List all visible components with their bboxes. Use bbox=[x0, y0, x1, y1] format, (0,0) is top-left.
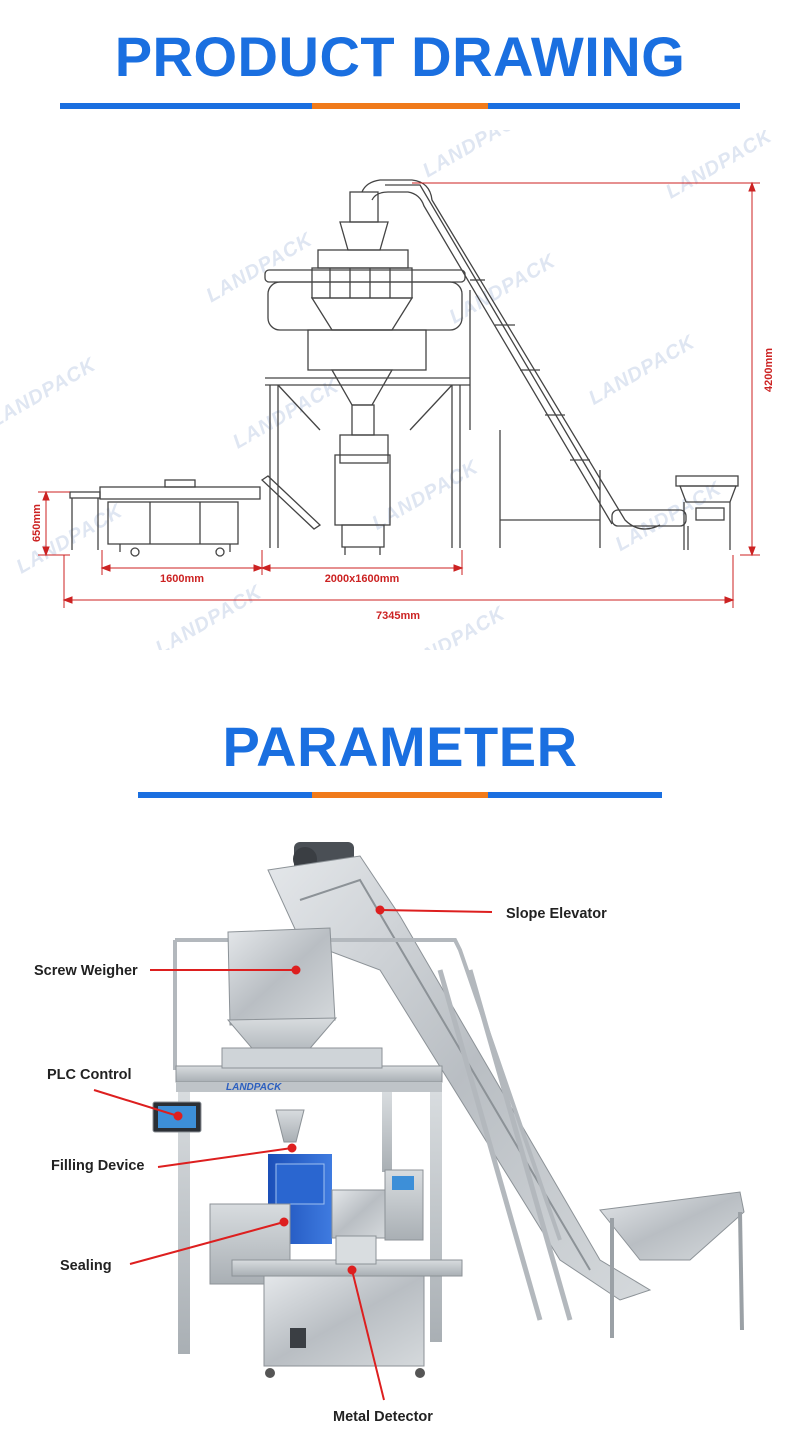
parameter-title: PARAMETER bbox=[222, 715, 578, 778]
height-total-label: 4200mm bbox=[763, 348, 775, 392]
watermark-layer: LANDPACK LANDPACK LANDPACK LANDPACK LAND… bbox=[0, 130, 777, 650]
total-length-label: 7345mm bbox=[376, 610, 420, 622]
watermark-text: LANDPACK bbox=[585, 331, 699, 410]
callout-lines bbox=[93, 905, 493, 1401]
metal-detector-label: Metal Detector bbox=[333, 1409, 433, 1425]
slope-elevator-label: Slope Elevator bbox=[506, 906, 607, 922]
product-drawing-title: PRODUCT DRAWING bbox=[114, 25, 686, 88]
watermark-text: LANDPACK bbox=[203, 228, 317, 307]
watermark-text: LANDPACK bbox=[369, 456, 483, 535]
watermark-text: LANDPACK bbox=[152, 581, 266, 650]
conveyor-height-label: 650mm bbox=[31, 504, 43, 542]
brand-logo: LANDPACK bbox=[226, 1082, 282, 1093]
platform-width-label: 2000x1600mm bbox=[325, 573, 400, 585]
title-underline bbox=[138, 792, 662, 798]
machine-photo: LANDPACK Slope Elevator Screw Weigher PL bbox=[34, 842, 745, 1425]
filling-device-label: Filling Device bbox=[51, 1158, 144, 1174]
screw-weigher-label: Screw Weigher bbox=[34, 963, 138, 979]
plc-control-label: PLC Control bbox=[47, 1067, 132, 1083]
dimension-lines bbox=[38, 181, 760, 608]
watermark-text: LANDPACK bbox=[612, 477, 726, 556]
machine-illustration: LANDPACK bbox=[152, 842, 745, 1378]
watermark-text: LANDPACK bbox=[0, 353, 100, 432]
product-line-drawing: LANDPACK LANDPACK LANDPACK LANDPACK LAND… bbox=[0, 130, 777, 650]
watermark-text: LANDPACK bbox=[662, 130, 776, 203]
watermark-text: LANDPACK bbox=[229, 375, 343, 454]
title-underline bbox=[60, 103, 740, 109]
machine-outline bbox=[69, 179, 739, 557]
watermark-text: LANDPACK bbox=[419, 130, 533, 182]
sealing-label: Sealing bbox=[60, 1258, 112, 1274]
conveyor-width-label: 1600mm bbox=[160, 573, 204, 585]
